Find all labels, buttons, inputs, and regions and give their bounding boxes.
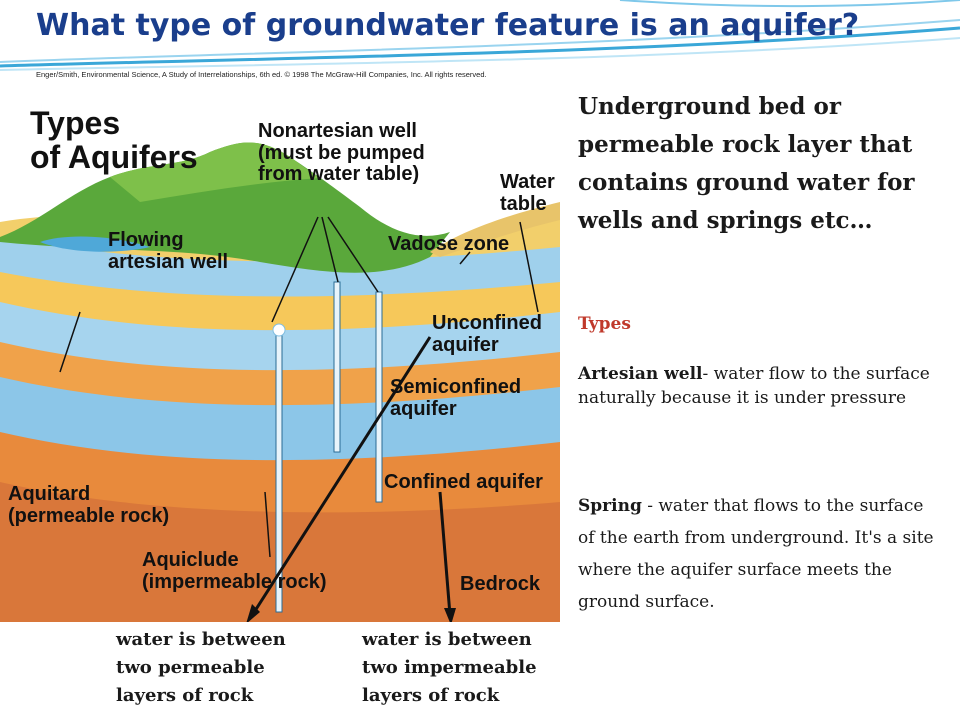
aquitard-layer — [0, 267, 560, 331]
artesian-well-text: - water flow to the surface naturally be… — [578, 364, 930, 408]
label-semiconfined-line1: Semiconfined — [390, 376, 522, 398]
label-unconfined-aquifer: Unconfined aquifer — [432, 312, 542, 356]
caption-permeable: water is between two permeable layers of… — [116, 626, 286, 710]
header-swoosh — [0, 0, 960, 71]
label-water-table-line1: Water — [500, 171, 555, 193]
spring-term: Spring — [578, 496, 642, 516]
label-aquiclude-line1: Aquiclude — [142, 549, 239, 571]
label-nonartesian-well: Nonartesian well (must be pumped from wa… — [258, 120, 425, 186]
label-semiconfined-line2: aquifer — [390, 397, 457, 420]
arrow-to-left-caption — [251, 336, 432, 615]
nonartesian-well-2 — [375, 291, 383, 503]
spring-description: Spring - water that flows to the surface… — [578, 490, 938, 618]
slide-title: What type of groundwater feature is an a… — [36, 8, 860, 43]
label-vadose-zone: Vadose zone — [388, 233, 510, 255]
label-aquitard-line1: Aquitard — [8, 483, 91, 505]
aquifer-definition: Underground bed or permeable rock layer … — [578, 93, 915, 234]
caption-impermeable: water is between two impermeable layers … — [362, 626, 537, 710]
label-water-table-line2: table — [500, 192, 547, 215]
spring-text: - water that flows to the surface of the… — [578, 496, 934, 612]
nonartesian-well-1 — [333, 281, 341, 453]
caption-permeable-line2: two permeable — [116, 657, 265, 678]
caption-impermeable-line1: water is between — [362, 629, 532, 650]
caption-impermeable-line2: two impermeable — [362, 657, 537, 678]
diagram-title-line1: Types — [30, 105, 121, 141]
label-flowing-artesian-well: Flowing artesian well — [108, 229, 229, 273]
label-bedrock: Bedrock — [460, 573, 541, 595]
label-aquitard-line2: (permeable rock) — [8, 504, 170, 527]
lake — [40, 236, 150, 252]
label-aquitard: Aquitard (permeable rock) — [8, 483, 170, 527]
figure-credit: Enger/Smith, Environmental Science, A St… — [36, 70, 487, 79]
label-water-table: Water table — [500, 171, 555, 215]
label-flowing-line2: artesian well — [108, 250, 229, 273]
artesian-well-description: Artesian well- water flow to the surface… — [578, 362, 938, 410]
label-semiconfined-aquifer: Semiconfined aquifer — [390, 376, 522, 420]
label-aquiclude-line2: (impermeable rock) — [142, 570, 327, 593]
artesian-well-term: Artesian well — [578, 364, 703, 384]
caption-impermeable-line3: layers of rock — [362, 685, 500, 706]
label-flowing-line1: Flowing — [108, 229, 184, 251]
label-unconfined-line2: aquifer — [432, 333, 499, 356]
diagram-title: Types of Aquifers — [30, 106, 198, 174]
label-aquiclude: Aquiclude (impermeable rock) — [142, 549, 327, 593]
label-nonartesian-line1: Nonartesian well — [258, 120, 417, 142]
label-nonartesian-line3: from water table) — [258, 163, 420, 186]
aquifer-diagram — [0, 142, 560, 622]
caption-permeable-line1: water is between — [116, 629, 286, 650]
caption-permeable-line3: layers of rock — [116, 685, 254, 706]
diagram-title-line2: of Aquifers — [30, 139, 198, 175]
label-confined-aquifer: Confined aquifer — [384, 471, 543, 493]
arrow-to-right-caption — [438, 491, 452, 616]
label-nonartesian-line2: (must be pumped — [258, 141, 425, 164]
label-unconfined-line1: Unconfined — [432, 312, 542, 334]
types-heading: Types — [578, 314, 631, 334]
